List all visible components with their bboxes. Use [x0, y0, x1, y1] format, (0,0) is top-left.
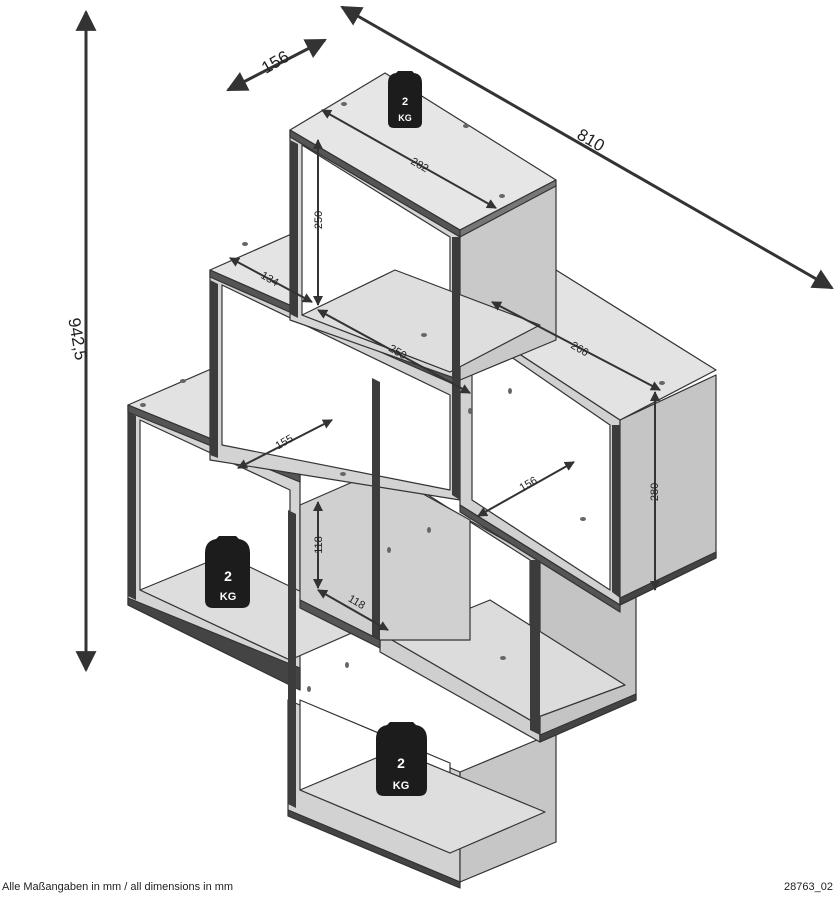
- arrow-left-box-depth: [237, 419, 333, 469]
- label-small-height: 118: [313, 536, 325, 554]
- arrow-upper-left-depth: [229, 257, 313, 303]
- arrow-total-width: [340, 5, 834, 290]
- weight-left: 2 KG: [205, 536, 250, 608]
- dimension-arrows: [75, 5, 834, 673]
- weight-bottom-value: 2: [397, 755, 405, 771]
- label-total-width: 810: [574, 125, 608, 156]
- arrow-small-width: [317, 589, 389, 631]
- arrow-right-lower-depth: [477, 461, 575, 517]
- shelf-bottom-box: [287, 699, 557, 889]
- weight-bottom-unit: KG: [393, 780, 410, 792]
- weight-bottom: 2 KG: [376, 722, 427, 796]
- weight-left-value: 2: [224, 568, 232, 584]
- article-code: 28763_02: [784, 881, 833, 893]
- weight-top: 2 KG: [388, 71, 422, 128]
- weight-top-value: 2: [402, 96, 408, 108]
- arrow-right-box-width: [491, 301, 661, 391]
- label-right-box-height: 280: [649, 483, 661, 501]
- weight-top-unit: KG: [398, 113, 412, 123]
- arrow-middle-width: [317, 309, 471, 394]
- weight-left-unit: KG: [220, 591, 237, 603]
- arrow-top-box-width: [321, 109, 497, 209]
- arrow-depth: [226, 38, 327, 92]
- units-note: Alle Maßangaben in mm / all dimensions i…: [2, 881, 234, 893]
- label-top-box-height: 250: [313, 211, 325, 229]
- shelf-divider-edges: [128, 140, 620, 808]
